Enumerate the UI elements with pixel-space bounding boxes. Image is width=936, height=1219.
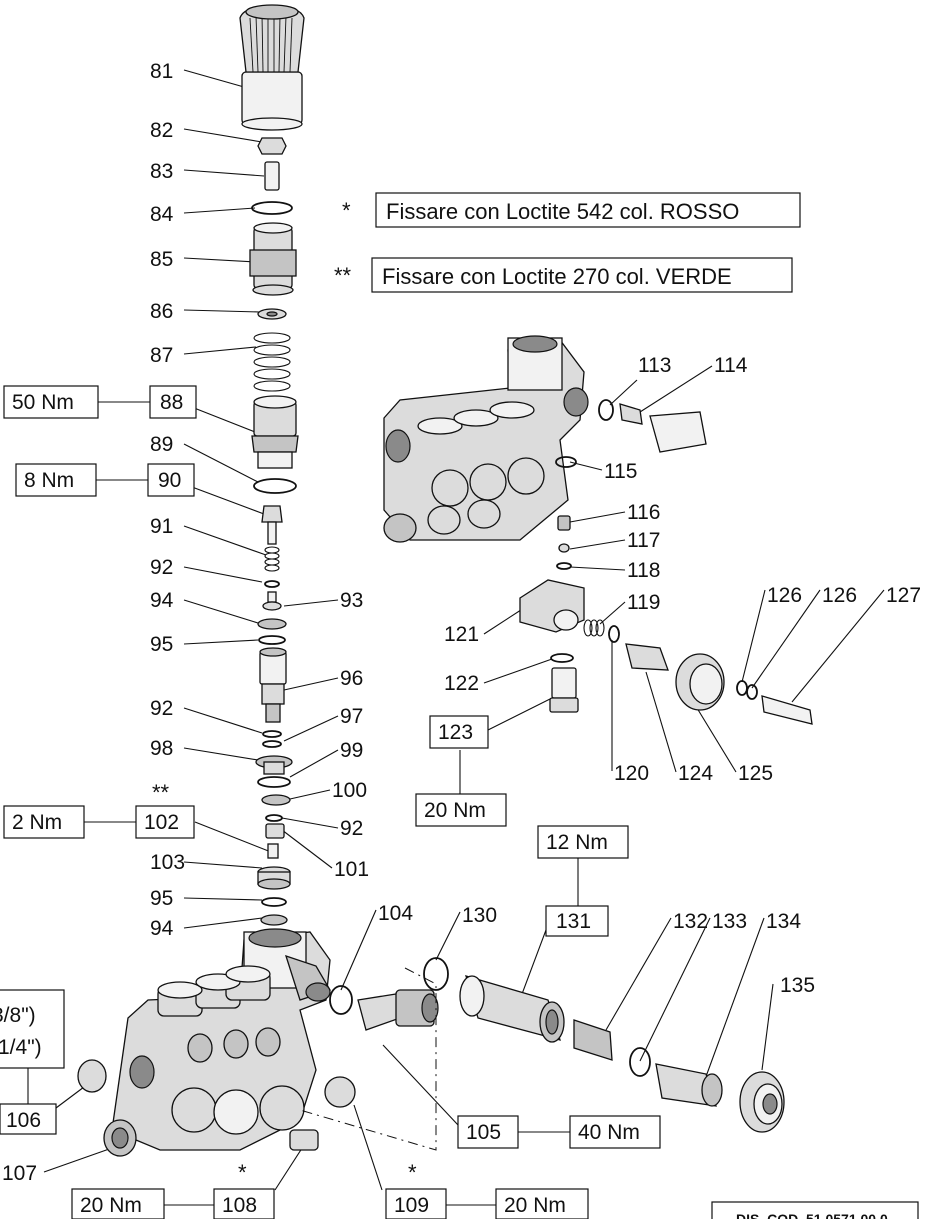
part-89: 89 <box>150 433 173 456</box>
pump-head-upper <box>383 335 813 725</box>
part-93: 93 <box>340 589 363 612</box>
part-92b: 92 <box>150 697 173 720</box>
drawing-code-box: DIS. COD. 51.0571.00.0 <box>711 1201 919 1219</box>
part-135: 135 <box>780 974 815 997</box>
part-94a: 94 <box>150 589 174 612</box>
part-95b: 95 <box>150 887 173 910</box>
part-115: 115 <box>604 460 637 483</box>
star-marks: ** * * <box>152 780 417 1185</box>
part-92c: 92 <box>340 817 363 840</box>
part-133: 133 <box>712 910 747 933</box>
thread-size-b: 1/4") <box>0 1036 42 1059</box>
mark-102: ** <box>152 780 170 805</box>
part-123: 123 <box>438 721 473 744</box>
drawing-code: DIS. COD. 51.0571.00.0 <box>736 1211 888 1219</box>
torque-109: 20 Nm <box>504 1194 566 1217</box>
part-90: 90 <box>158 469 181 492</box>
part-107: 107 <box>2 1162 37 1185</box>
part-91: 91 <box>150 515 173 538</box>
note-2-text: Fissare con Loctite 270 col. VERDE <box>382 264 732 289</box>
torque-88: 50 Nm <box>12 391 74 414</box>
boxed-parts: 88 90 102 123 131 105 106 108 109 <box>0 385 609 1219</box>
torque-105: 40 Nm <box>578 1121 640 1144</box>
part-101: 101 <box>334 858 369 881</box>
part-94b: 94 <box>150 917 174 940</box>
part-105: 105 <box>466 1121 501 1144</box>
part-122: 122 <box>444 672 479 695</box>
part-104: 104 <box>378 902 413 925</box>
mark-108: * <box>238 1160 247 1185</box>
pump-head-lower <box>77 928 439 1157</box>
part-113: 113 <box>638 354 671 377</box>
part-131: 131 <box>556 910 591 933</box>
part-119: 119 <box>627 591 660 614</box>
part-106: 106 <box>6 1109 41 1132</box>
part-130: 130 <box>462 904 497 927</box>
part-114: 114 <box>714 354 748 377</box>
part-120: 120 <box>614 762 649 785</box>
valve-stack <box>239 4 305 926</box>
part-127: 127 <box>886 584 921 607</box>
part-81: 81 <box>150 60 173 83</box>
part-126a: 126 <box>767 584 802 607</box>
part-99: 99 <box>340 739 363 762</box>
note-1-text: Fissare con Loctite 542 col. ROSSO <box>386 199 739 224</box>
part-121: 121 <box>444 623 479 646</box>
part-92a: 92 <box>150 556 173 579</box>
thread-size-box: 3/8") 1/4") <box>0 989 65 1069</box>
torque-102: 2 Nm <box>12 811 62 834</box>
part-95a: 95 <box>150 633 173 656</box>
torque-90: 8 Nm <box>24 469 74 492</box>
part-numbers: 81 82 83 84 85 86 87 89 91 92 93 94 95 9… <box>2 60 921 1185</box>
part-102: 102 <box>144 811 179 834</box>
note-2-mark: ** <box>334 263 352 288</box>
torque-123: 20 Nm <box>424 799 486 822</box>
part-96: 96 <box>340 667 363 690</box>
part-100: 100 <box>332 779 367 802</box>
part-86: 86 <box>150 300 173 323</box>
part-116: 116 <box>627 501 660 524</box>
part-134: 134 <box>766 910 801 933</box>
part-82: 82 <box>150 119 173 142</box>
part-84: 84 <box>150 203 174 226</box>
part-87: 87 <box>150 344 173 367</box>
part-125: 125 <box>738 762 773 785</box>
torque-131: 12 Nm <box>546 831 608 854</box>
torque-boxes: 50 Nm 8 Nm 2 Nm 20 Nm 12 Nm 40 Nm 20 Nm … <box>3 385 661 1219</box>
part-97: 97 <box>340 705 363 728</box>
part-85: 85 <box>150 248 173 271</box>
mark-109: * <box>408 1160 417 1185</box>
part-124: 124 <box>678 762 713 785</box>
torque-108: 20 Nm <box>80 1194 142 1217</box>
part-108: 108 <box>222 1194 257 1217</box>
part-118: 118 <box>627 559 660 582</box>
part-109: 109 <box>394 1194 429 1217</box>
note-1-mark: * <box>342 198 351 223</box>
thread-size-a: 3/8") <box>0 1004 36 1027</box>
part-132: 132 <box>673 910 708 933</box>
part-103: 103 <box>150 851 185 874</box>
part-88: 88 <box>160 391 183 414</box>
loctite-notes: * Fissare con Loctite 542 col. ROSSO ** … <box>334 192 801 293</box>
part-117: 117 <box>627 529 660 552</box>
part-83: 83 <box>150 160 173 183</box>
part-126b: 126 <box>822 584 857 607</box>
bypass-group <box>423 957 785 1133</box>
part-98: 98 <box>150 737 173 760</box>
